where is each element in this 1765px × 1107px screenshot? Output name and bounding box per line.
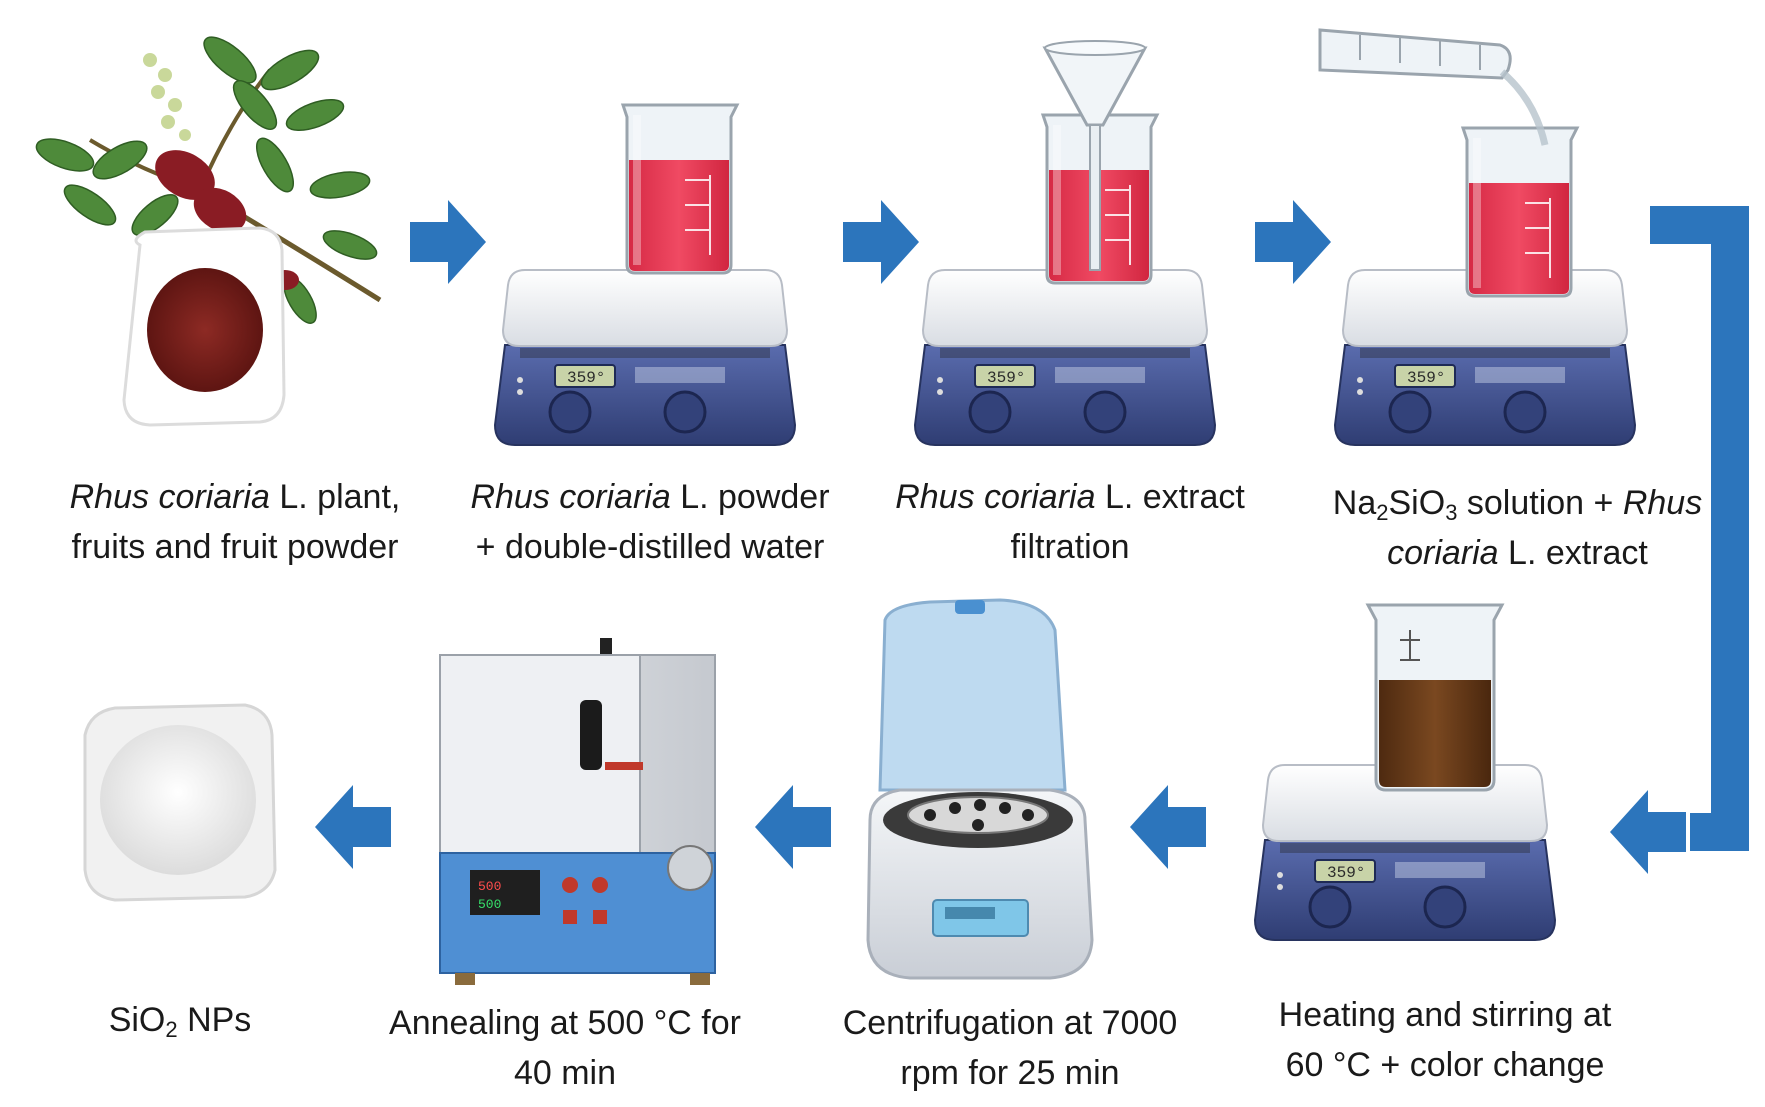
- step-2-caption: Rhus coriaria L. powder + double-distill…: [470, 478, 830, 566]
- step-3-caption: Rhus coriaria L. extract filtration: [895, 478, 1245, 566]
- arrow-icon: [1255, 200, 1331, 284]
- arrow-icon: [1130, 785, 1206, 869]
- powder-bowl-icon: [122, 226, 286, 427]
- beaker-icon: [1461, 126, 1579, 298]
- pipette-icon: [1318, 28, 1549, 146]
- step-4-caption: Na2SiO3 solution + Rhus coriaria L. extr…: [1332, 484, 1703, 572]
- step-7-caption: Annealing at 500 °C for 40 min: [389, 1004, 741, 1092]
- hotplate-icon: [493, 268, 797, 447]
- connector-icon: [1650, 206, 1749, 851]
- arrow-icon: [755, 785, 831, 869]
- step-8-caption: SiO2 NPs: [108, 1001, 252, 1042]
- arrow-icon: [1610, 790, 1686, 874]
- beaker-icon: [1365, 603, 1505, 792]
- furnace-icon: 500 500: [439, 638, 716, 985]
- arrow-icon: [843, 200, 919, 284]
- centrifuge-icon: [866, 598, 1094, 980]
- beaker-icon: [621, 103, 739, 275]
- arrow-icon: [410, 200, 486, 284]
- step-1-caption: Rhus coriaria L. plant, fruits and fruit…: [69, 478, 401, 566]
- funnel-icon: [1042, 40, 1148, 271]
- arrow-icon: [315, 785, 391, 869]
- svg-text:500: 500: [478, 897, 501, 912]
- svg-text:500: 500: [478, 879, 501, 894]
- powder-bowl-icon: [83, 703, 277, 902]
- step-5-caption: Heating and stirring at 60 °C + color ch…: [1278, 996, 1612, 1084]
- hotplate-icon: [913, 268, 1217, 447]
- step-6-caption: Centrifugation at 7000 rpm for 25 min: [842, 1004, 1178, 1092]
